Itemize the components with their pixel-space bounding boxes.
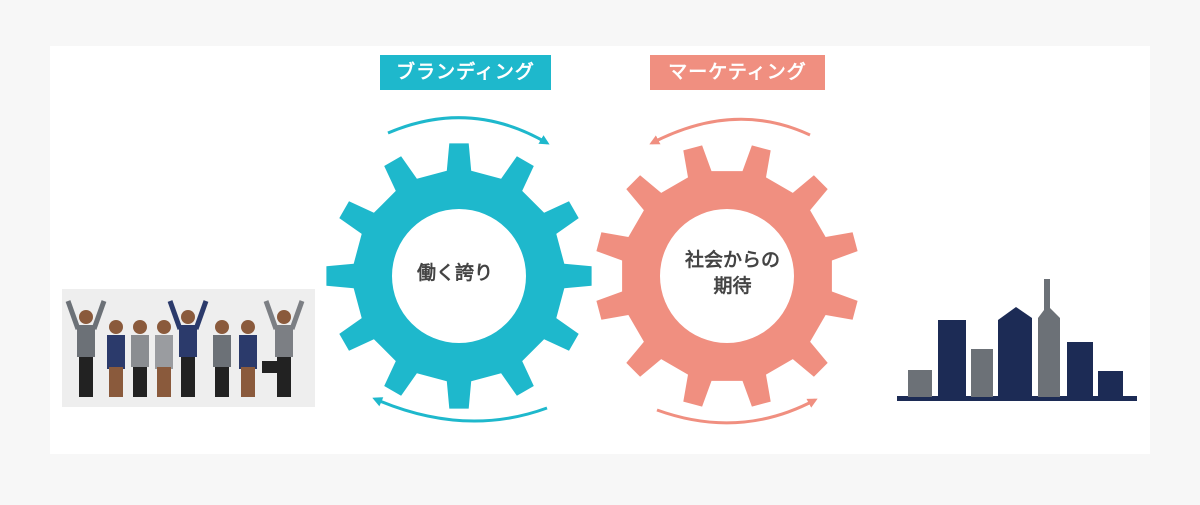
person-figure xyxy=(131,320,149,397)
person-figure xyxy=(239,320,257,397)
marketing-arrow-top xyxy=(649,117,811,145)
person-figure xyxy=(107,320,125,397)
branding-gear xyxy=(326,143,592,409)
person-figure xyxy=(213,320,231,397)
branding-label: ブランディング xyxy=(380,55,551,90)
person-figure xyxy=(65,300,107,397)
briefcase-icon xyxy=(262,361,278,373)
marketing-gear-text-line2: 期待 xyxy=(713,275,752,297)
employees-illustration xyxy=(62,289,315,407)
marketing-arrow-bottom xyxy=(656,398,818,425)
person-figure xyxy=(263,300,305,397)
marketing-gear xyxy=(596,145,858,407)
branding-gear-text: 働く誇り xyxy=(416,262,493,284)
branding-arrow-bottom xyxy=(372,397,548,423)
marketing-gear-text: 社会からの 期待 xyxy=(665,247,800,299)
person-figure xyxy=(155,320,173,397)
city-skyline-icon xyxy=(897,279,1137,401)
gear-left-shape xyxy=(326,143,592,409)
marketing-gear-text-line1: 社会からの xyxy=(684,249,780,271)
person-figure xyxy=(167,300,209,397)
branding-arrow-top xyxy=(387,116,550,145)
gear-right-shape xyxy=(596,145,858,407)
marketing-label: マーケティング xyxy=(650,55,825,90)
people-icon xyxy=(65,300,305,397)
